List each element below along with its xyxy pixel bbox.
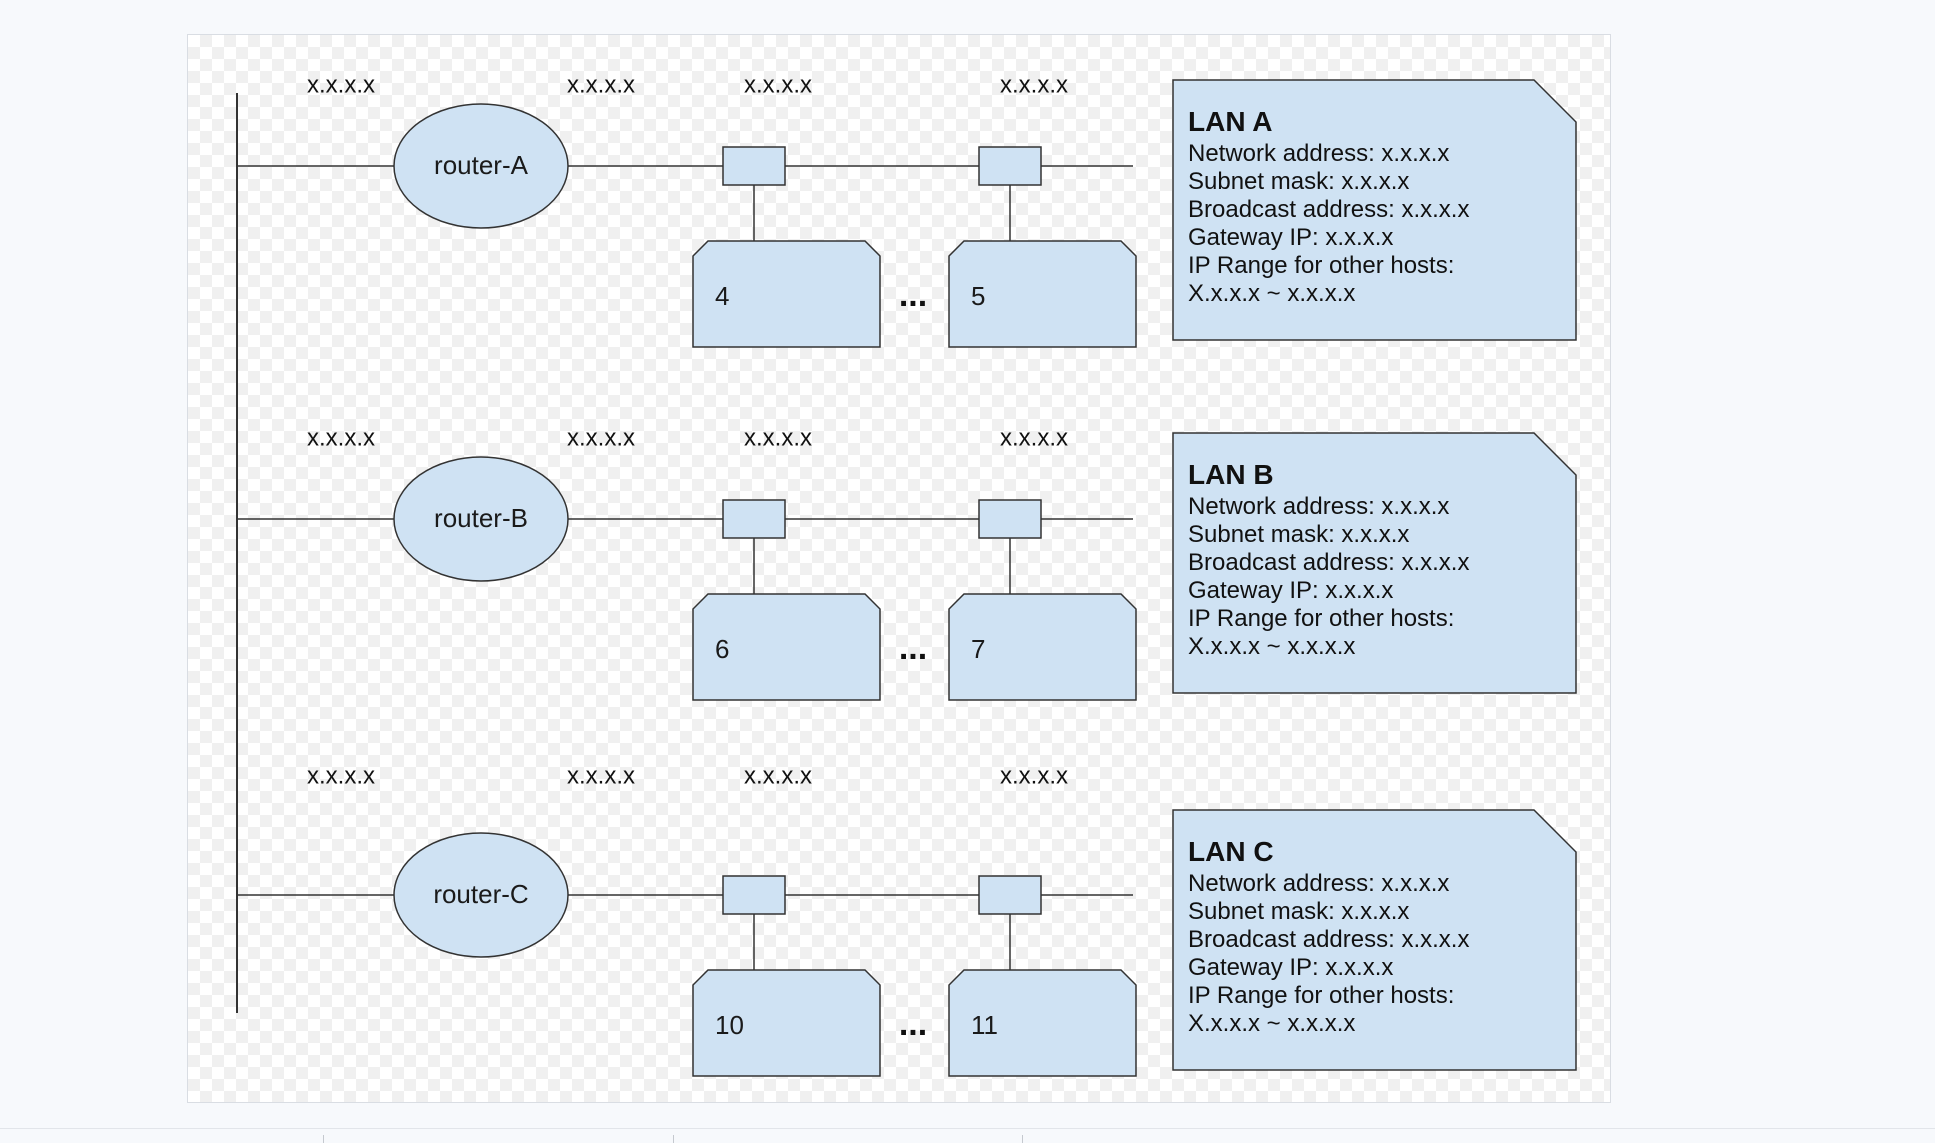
bottom-rule	[0, 1128, 1935, 1129]
lan-info-line: Gateway IP: x.x.x.x	[1188, 224, 1393, 251]
host-node	[692, 969, 881, 1077]
host-label: 4	[715, 281, 729, 311]
switch-port	[978, 875, 1042, 915]
router-label: router-A	[434, 150, 529, 180]
ruler-tick	[323, 1135, 324, 1143]
ellipsis-text: ...	[899, 1005, 927, 1043]
host-node	[948, 969, 1137, 1077]
lan-info-line: Subnet mask: x.x.x.x	[1188, 168, 1409, 195]
ruler-tick	[673, 1135, 674, 1143]
lan-info-line: Broadcast address: x.x.x.x	[1188, 926, 1469, 953]
lan-info-box	[1172, 79, 1577, 341]
lan-info-box	[1172, 432, 1577, 694]
lan-info-line: Network address: x.x.x.x	[1188, 493, 1449, 520]
router-node	[393, 103, 569, 229]
ellipsis-text: ...	[899, 629, 927, 667]
host-node	[948, 240, 1137, 348]
host-label: 7	[971, 634, 985, 664]
ip-label: x.x.x.x	[307, 424, 375, 451]
switch-port	[722, 146, 786, 186]
ip-label: x.x.x.x	[1000, 71, 1068, 98]
lan-info-line: X.x.x.x ~ x.x.x.x	[1188, 1010, 1355, 1037]
lan-info-line: Subnet mask: x.x.x.x	[1188, 898, 1409, 925]
host-node	[692, 240, 881, 348]
lan-row: x.x.x.x x.x.x.x x.x.x.x x.x.x.x router-A 4 5..…	[237, 71, 1577, 348]
lan-info-line: X.x.x.x ~ x.x.x.x	[1188, 633, 1355, 660]
switch-port	[978, 146, 1042, 186]
host-label: 6	[715, 634, 729, 664]
ip-label: x.x.x.x	[567, 424, 635, 451]
ip-label: x.x.x.x	[1000, 762, 1068, 789]
ip-label: x.x.x.x	[744, 424, 812, 451]
host-label: 11	[971, 1010, 998, 1040]
lan-info-line: Gateway IP: x.x.x.x	[1188, 954, 1393, 981]
lan-row: x.x.x.x x.x.x.x x.x.x.x x.x.x.x router-C 10 11…	[237, 762, 1577, 1077]
lan-info-line: IP Range for other hosts:	[1188, 252, 1454, 279]
ruler-tick	[1022, 1135, 1023, 1143]
ellipsis-text: ...	[899, 276, 927, 314]
router-label: router-B	[434, 503, 528, 533]
diagram-canvas: x.x.x.x x.x.x.x x.x.x.x x.x.x.x router-A 4 5..…	[187, 34, 1611, 1103]
lan-info-title: LAN B	[1188, 459, 1274, 490]
switch-port	[978, 499, 1042, 539]
lan-info-line: Broadcast address: x.x.x.x	[1188, 549, 1469, 576]
host-label: 10	[715, 1010, 744, 1040]
switch-port	[722, 875, 786, 915]
router-node	[393, 456, 569, 582]
lan-info-line: Network address: x.x.x.x	[1188, 140, 1449, 167]
lan-info-line: IP Range for other hosts:	[1188, 982, 1454, 1009]
lan-info-box	[1172, 809, 1577, 1071]
lan-info-line: Broadcast address: x.x.x.x	[1188, 196, 1469, 223]
ip-label: x.x.x.x	[744, 71, 812, 98]
lan-row: x.x.x.x x.x.x.x x.x.x.x x.x.x.x router-B 6 7..…	[237, 424, 1577, 701]
switch-port	[722, 499, 786, 539]
ip-label: x.x.x.x	[1000, 424, 1068, 451]
ip-label: x.x.x.x	[744, 762, 812, 789]
ip-label: x.x.x.x	[567, 762, 635, 789]
lan-info-line: Subnet mask: x.x.x.x	[1188, 521, 1409, 548]
lan-info-title: LAN C	[1188, 836, 1274, 867]
host-node	[692, 593, 881, 701]
router-node	[393, 832, 569, 958]
lan-info-line: Network address: x.x.x.x	[1188, 870, 1449, 897]
lan-info-title: LAN A	[1188, 106, 1273, 137]
lan-info-line: Gateway IP: x.x.x.x	[1188, 577, 1393, 604]
network-diagram: x.x.x.x x.x.x.x x.x.x.x x.x.x.x router-A 4 5..…	[236, 71, 1577, 1077]
ip-label: x.x.x.x	[567, 71, 635, 98]
ip-label: x.x.x.x	[307, 71, 375, 98]
ip-label: x.x.x.x	[307, 762, 375, 789]
lan-info-line: IP Range for other hosts:	[1188, 605, 1454, 632]
router-label: router-C	[433, 879, 528, 909]
lan-info-line: X.x.x.x ~ x.x.x.x	[1188, 280, 1355, 307]
host-label: 5	[971, 281, 985, 311]
host-node	[948, 593, 1137, 701]
